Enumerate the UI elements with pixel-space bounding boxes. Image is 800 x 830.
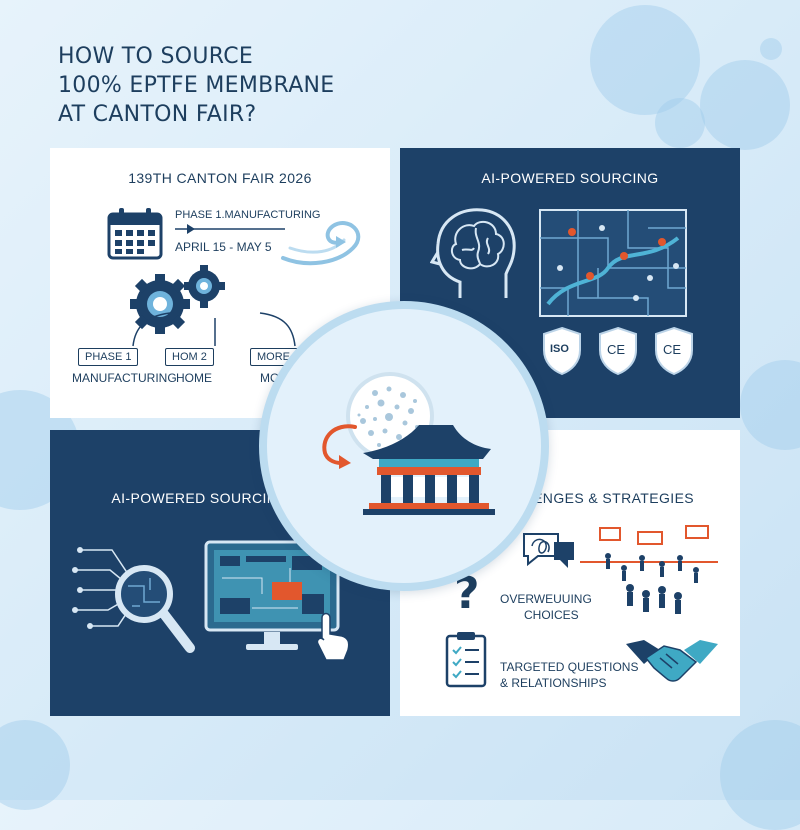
background-bubble — [720, 720, 800, 830]
arrow-line-icon — [175, 224, 285, 234]
branch-lines-icon — [132, 312, 296, 347]
background-bubble — [700, 60, 790, 150]
strategy-line-2: & RELATIONSHIPS — [500, 676, 607, 690]
monitor-icon — [204, 540, 340, 650]
background-bubble — [590, 5, 700, 115]
pavilion-icon — [363, 425, 495, 515]
swirl-arrow-icon — [281, 221, 361, 266]
magnifier-icon — [115, 565, 195, 653]
brain-head-icon — [430, 208, 516, 298]
cycle-arrow-icon — [322, 424, 357, 469]
badge-ce-2: CE — [663, 342, 682, 357]
shield-icon — [655, 326, 693, 376]
thought-bubble-icon — [523, 533, 574, 568]
shield-icon — [543, 326, 581, 376]
page-title: HOW TO SOURCE 100% EPTFE MEMBRANE AT CAN… — [58, 42, 335, 129]
label-manufacturing: MANUFACTURING — [72, 371, 177, 385]
strategy-line-1: TARGETED QUESTIONS — [500, 660, 639, 674]
title-line-1: HOW TO SOURCE — [58, 44, 254, 69]
crowd-icon — [580, 525, 718, 614]
handshake-icon — [626, 640, 718, 682]
shield-icon — [599, 326, 637, 376]
badge-iso: ISO — [550, 343, 569, 355]
title-line-2: 100% EPTFE MEMBRANE — [58, 73, 335, 98]
pill-phase-1: PHASE 1 — [78, 348, 139, 366]
checklist-icon — [445, 632, 487, 688]
phase-label: PHASE 1.MANUFACTURING — [175, 209, 321, 221]
challenge-line-2: CHOICES — [524, 608, 579, 622]
center-emblem — [259, 301, 549, 591]
pointer-hand-icon — [316, 612, 350, 661]
badge-ce-1: CE — [607, 342, 626, 357]
calendar-icon — [107, 208, 163, 260]
background-bubble — [0, 720, 70, 810]
gears-icon — [130, 265, 225, 334]
panel-heading: AI-POWERED SOURCING — [111, 490, 289, 506]
title-line-3: AT CANTON FAIR? — [58, 102, 257, 127]
fair-dates: APRIL 15 - MAY 5 — [175, 240, 272, 254]
label-home: HOME — [176, 371, 212, 385]
map-icon — [539, 209, 687, 317]
background-bubble — [655, 98, 705, 148]
background-bubble — [740, 360, 800, 450]
pill-phase-2: HOM 2 — [165, 348, 214, 366]
panel-heading: 139TH CANTON FAIR 2026 — [128, 170, 312, 186]
panel-heading: AI-POWERED SOURCING — [481, 170, 659, 186]
challenge-line-1: OVERWEUUING — [500, 592, 592, 606]
background-bubble — [760, 38, 782, 60]
